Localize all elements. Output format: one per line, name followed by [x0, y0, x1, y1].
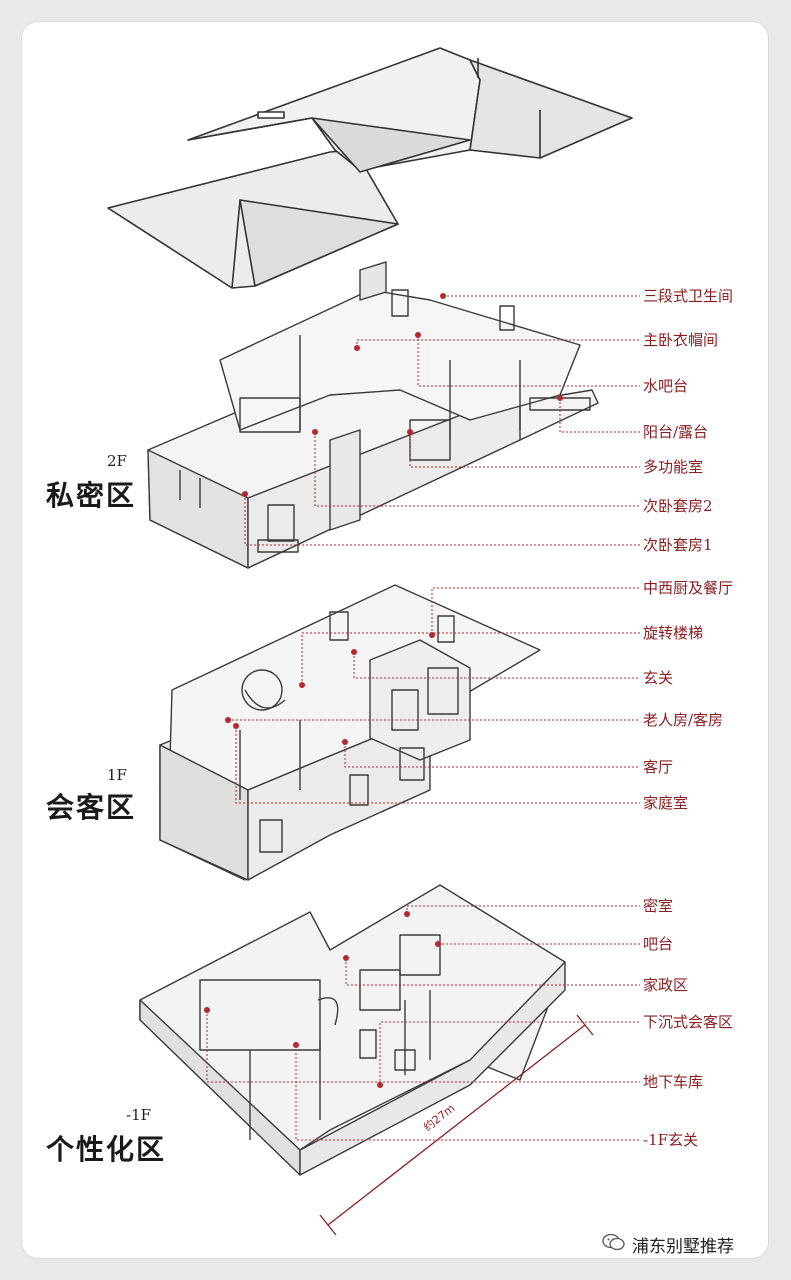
zone-name-b1: 个性化区 — [46, 1133, 167, 1166]
leaders-1f — [228, 587, 640, 804]
roof-drawing — [107, 47, 633, 289]
zone-floor-b1: -1F — [126, 1106, 152, 1124]
label-2f-suite-1: 次卧套房1 — [643, 536, 713, 554]
watermark-text: 浦东别墅推荐 — [632, 1237, 734, 1257]
label-1f-guest-room: 老人房/客房 — [643, 711, 724, 729]
label-b1-foyer: -1F玄关 — [643, 1131, 699, 1149]
label-1f-family-room: 家庭室 — [643, 794, 689, 812]
zone-floor-1f: 1F — [107, 766, 127, 784]
wechat-icon — [602, 1233, 625, 1251]
floor-2f-drawing — [147, 261, 599, 569]
label-b1-garage: 地下车库 — [643, 1073, 704, 1091]
label-2f-water-bar: 水吧台 — [643, 377, 689, 395]
label-1f-kitchen-dining: 中西厨及餐厅 — [643, 579, 734, 597]
label-b1-sunken-lounge: 下沉式会客区 — [643, 1013, 734, 1031]
floor-1f-drawing — [159, 584, 541, 881]
leaders-b1 — [206, 905, 640, 1141]
label-2f-balcony: 阳台/露台 — [643, 423, 709, 441]
label-b1-secret-room: 密室 — [643, 897, 674, 915]
label-1f-foyer: 玄关 — [643, 669, 674, 687]
leader-dots-2f — [242, 293, 563, 497]
zone-floor-2f: 2F — [107, 452, 127, 470]
label-b1-housekeeping: 家政区 — [643, 976, 689, 994]
label-2f-bathroom: 三段式卫生间 — [643, 287, 734, 305]
label-1f-living-room: 客厅 — [643, 758, 674, 776]
floor-b1-drawing — [139, 884, 594, 1236]
label-2f-multi-room: 多功能室 — [643, 458, 704, 476]
label-b1-bar: 吧台 — [643, 935, 674, 953]
label-2f-walk-in-closet: 主卧衣帽间 — [643, 331, 719, 349]
leader-dots-1f — [225, 632, 435, 745]
leader-dots-b1 — [204, 911, 441, 1088]
zone-name-2f: 私密区 — [46, 479, 137, 512]
label-2f-suite-2: 次卧套房2 — [643, 497, 713, 515]
label-1f-spiral-stair: 旋转楼梯 — [643, 624, 704, 642]
leaders-2f — [244, 295, 640, 546]
zone-name-1f: 会客区 — [46, 791, 137, 824]
dimension-line — [319, 1014, 594, 1236]
